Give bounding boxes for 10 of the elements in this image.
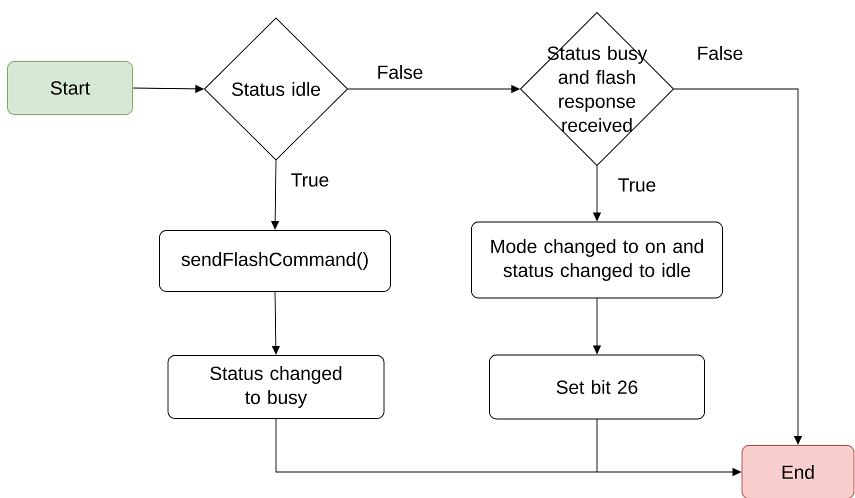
edge-label: True xyxy=(290,172,330,188)
edge-label: False xyxy=(696,45,744,61)
start-terminal: Start xyxy=(7,61,133,115)
process-box: sendFlashCommand() xyxy=(159,230,391,292)
process-box: Status changed to busy xyxy=(168,355,384,419)
edge-label: True xyxy=(616,177,658,193)
end-terminal: End xyxy=(742,445,854,498)
process-box: Mode changed to on and status changed to idle xyxy=(471,222,723,298)
edge-label: False xyxy=(376,64,424,80)
process-box: Set bit 26 xyxy=(489,354,705,420)
